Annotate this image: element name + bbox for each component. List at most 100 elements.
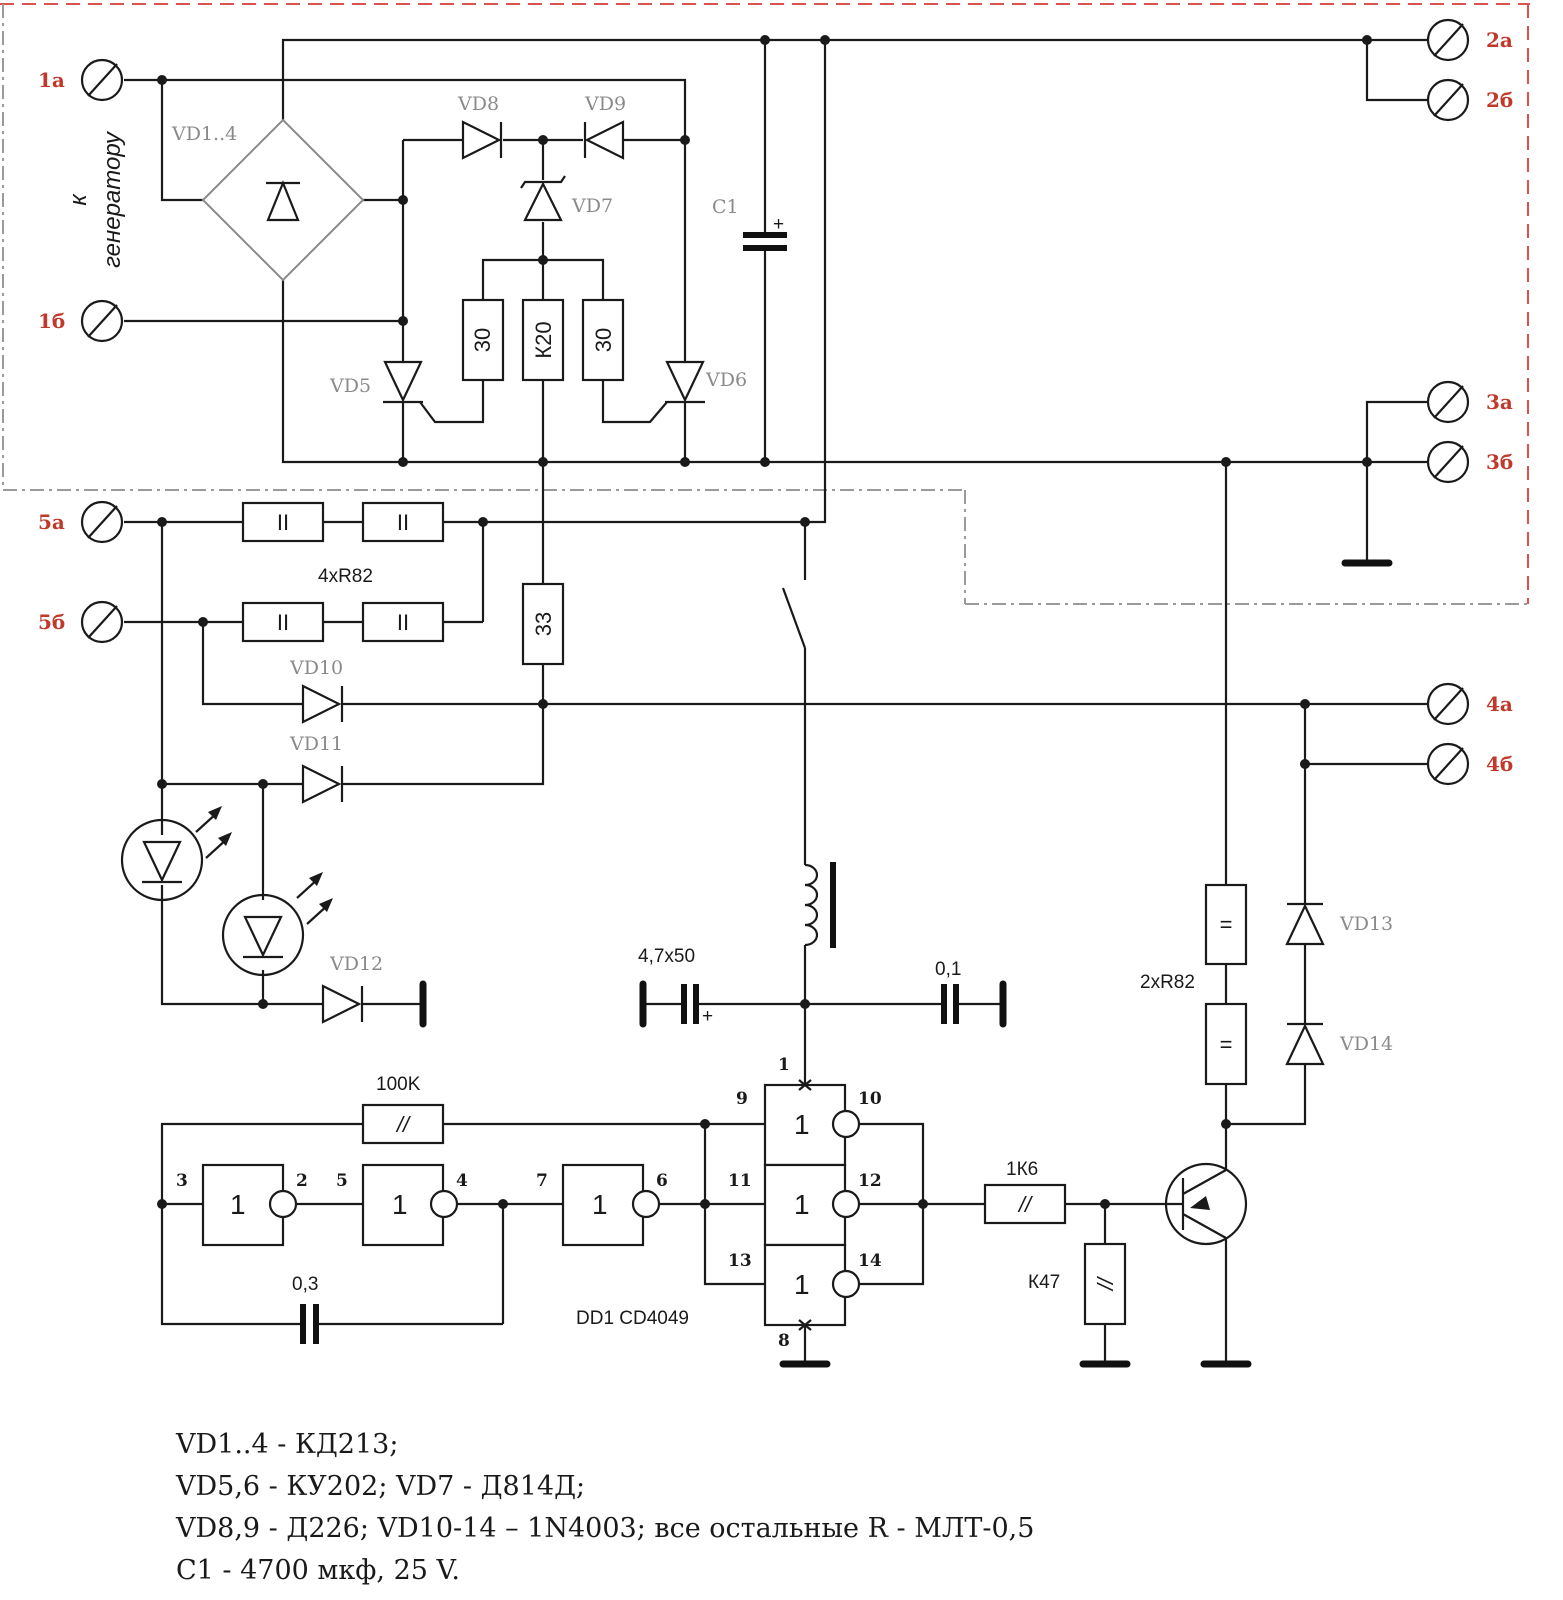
dd1-gate-3-symbol: 1 — [794, 1269, 810, 1300]
terminal-label-1a: 1а — [38, 68, 65, 92]
terminal-label-5a: 5а — [38, 510, 65, 534]
pin-10: 10 — [858, 1089, 882, 1109]
generator-label-line1: к — [65, 193, 92, 206]
terminal-label-3a: 3а — [1486, 390, 1513, 414]
diode-bridge: VD1..4 — [171, 118, 365, 282]
resistor-k47: // К47 — [1028, 1242, 1131, 1368]
relay-coil — [804, 862, 836, 948]
note-line-2: VD5,6 - КУ202; VD7 - Д814Д; — [176, 1471, 586, 1502]
resistor-array-4xr82: II II II II 4xR82 — [241, 501, 445, 643]
terminal-label-3b: 3б — [1486, 450, 1513, 474]
terminal-1b: 1б — [38, 299, 124, 343]
pin-12: 12 — [858, 1171, 882, 1191]
terminal-3a: 3а — [1426, 380, 1513, 424]
inverter-1-symbol: 1 — [230, 1189, 246, 1220]
r82-1-mark: II — [277, 510, 289, 535]
resistor-33-label: 33 — [531, 612, 556, 636]
r4x-label: 4xR82 — [318, 566, 373, 587]
dd1-gate-2-symbol: 1 — [794, 1189, 810, 1220]
c01-label: 0,1 — [935, 959, 961, 980]
junction-dots — [157, 35, 1372, 1209]
diode-vd13: VD13 — [1285, 902, 1393, 946]
terminal-label-1b: 1б — [38, 309, 65, 333]
thyristor-vd5: VD5 — [329, 360, 423, 404]
terminal-5a: 5а — [38, 500, 124, 544]
terminal-label-5b: 5б — [38, 610, 65, 634]
wires — [124, 38, 1428, 1364]
diode-vd11: VD11 — [289, 733, 343, 804]
c47-plus: + — [702, 1006, 713, 1027]
vd5-label: VD5 — [329, 375, 371, 397]
zener-vd7: VD7 — [520, 175, 613, 222]
transistor-pnp — [1164, 1162, 1252, 1368]
r2x-2-mark: = — [1220, 1032, 1233, 1057]
capacitor-c1: + C1 — [712, 196, 787, 251]
terminal-1a: 1а — [38, 58, 124, 102]
pin-8: 8 — [778, 1331, 790, 1351]
terminal-label-2b: 2б — [1486, 88, 1513, 112]
terminal-label-4b: 4б — [1486, 752, 1513, 776]
vd7-label: VD7 — [571, 195, 613, 217]
terminal-3b: 3б — [1426, 440, 1513, 484]
vd13-label: VD13 — [1339, 913, 1393, 935]
vd11-label: VD11 — [289, 733, 343, 755]
terminal-label-2a: 2а — [1486, 28, 1513, 52]
component-notes: VD1..4 - КД213; VD5,6 - КУ202; VD7 - Д81… — [176, 1424, 1034, 1592]
r100k-label: 100K — [376, 1074, 421, 1095]
terminal-label-4a: 4а — [1486, 692, 1513, 716]
inverter-2: 1 — [361, 1163, 459, 1247]
dd1-label: DD1 CD4049 — [576, 1308, 689, 1329]
capacitor-0-3: 0,3 — [292, 1274, 319, 1344]
diode-vd12: VD12 — [321, 953, 427, 1028]
resistor-33: 33 — [521, 582, 565, 666]
diode-vd9: VD9 — [583, 93, 626, 160]
terminal-2a: 2а — [1426, 18, 1513, 62]
pin-9: 9 — [736, 1089, 748, 1109]
diode-vd8: VD8 — [457, 93, 503, 160]
diode-vd10: VD10 — [289, 657, 343, 724]
c03-label: 0,3 — [292, 1274, 318, 1295]
r2x-1-mark: = — [1220, 912, 1233, 937]
resistor-30-right-label: 30 — [591, 328, 616, 352]
resistor-k20: К20 — [521, 298, 565, 382]
capacitor-4-7x50: + 4,7x50 — [638, 946, 713, 1028]
pin-14: 14 — [858, 1251, 882, 1271]
rk47-mark: // — [1093, 1276, 1118, 1292]
pin-numbers: 1 2 3 4 5 6 7 8 9 10 11 12 13 14 — [176, 1055, 882, 1351]
resistor-k20-label: К20 — [531, 321, 556, 358]
r1k6-mark: // — [1017, 1192, 1033, 1217]
pin-11: 11 — [728, 1171, 752, 1191]
c47-label: 4,7x50 — [638, 946, 695, 967]
note-line-3: VD8,9 - Д226; VD10-14 – 1N4003; все оста… — [176, 1513, 1035, 1544]
resistor-1k6: // 1К6 — [983, 1159, 1067, 1225]
terminal-4a: 4а — [1426, 682, 1513, 726]
rk47-label: К47 — [1028, 1272, 1060, 1293]
bridge-label: VD1..4 — [171, 123, 237, 145]
vd9-label: VD9 — [584, 93, 626, 115]
inverter-3-symbol: 1 — [592, 1189, 608, 1220]
dd1-gate-1-symbol: 1 — [794, 1109, 810, 1140]
resistor-30-left: 30 — [461, 298, 505, 382]
r100k-mark: // — [395, 1112, 411, 1137]
module-border — [0, 3, 1530, 605]
vd8-label: VD8 — [457, 93, 499, 115]
pin-1: 1 — [778, 1055, 790, 1075]
pin-3: 3 — [176, 1171, 188, 1191]
vd14-label: VD14 — [1339, 1033, 1393, 1055]
r82-4-mark: II — [397, 610, 409, 635]
pin-7: 7 — [536, 1171, 548, 1191]
pin-6: 6 — [656, 1171, 668, 1191]
terminals: 1а 1б 2а 2б 3а 3б 4а 4б — [38, 18, 1513, 786]
led-1 — [120, 806, 232, 902]
r82-2-mark: II — [397, 510, 409, 535]
inverter-1: 1 — [201, 1163, 298, 1247]
terminal-4b: 4б — [1426, 742, 1513, 786]
c1-label: C1 — [712, 196, 739, 218]
resistor-100k: // 100K — [361, 1074, 445, 1145]
inverter-3: 1 — [561, 1163, 661, 1247]
r82-3-mark: II — [277, 610, 289, 635]
r2x-label: 2xR82 — [1140, 972, 1195, 993]
pin-2: 2 — [296, 1171, 308, 1191]
note-line-1: VD1..4 - КД213; — [176, 1429, 399, 1460]
